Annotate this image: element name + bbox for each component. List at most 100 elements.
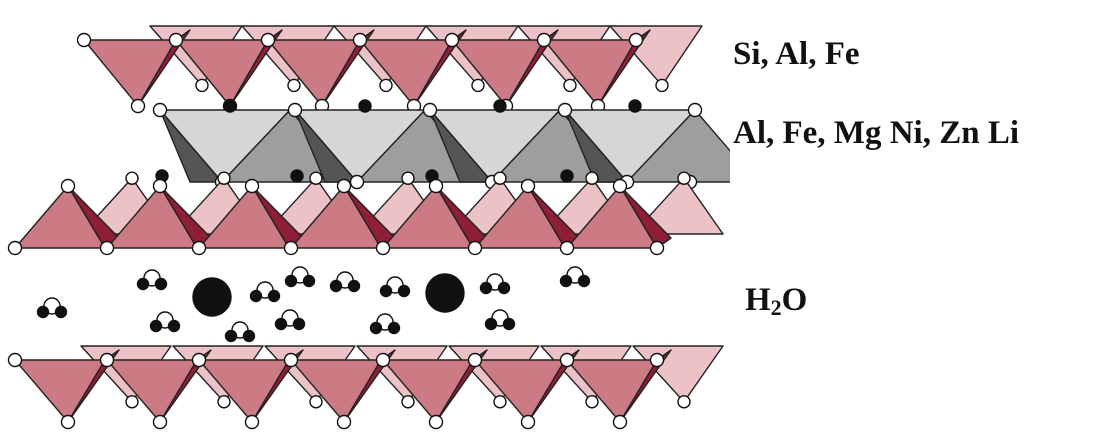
oxygen-atom	[262, 34, 275, 47]
water-hydrogen	[244, 331, 255, 342]
oxygen-atom	[246, 180, 259, 193]
top-tetrahedral-sheet	[78, 26, 703, 113]
water-hydrogen	[381, 286, 392, 297]
oxygen-atom	[246, 416, 259, 429]
oxygen-atom	[193, 242, 206, 255]
oxygen-atom	[62, 180, 75, 193]
oxygen-atom	[446, 34, 459, 47]
interlayer-water-label: H2O	[745, 282, 807, 321]
oxygen-atom	[494, 396, 506, 408]
oxygen-atom	[310, 396, 322, 408]
water-hydrogen	[304, 276, 315, 287]
interlayer-cation	[426, 274, 464, 312]
oxygen-atom	[62, 416, 75, 429]
oxygen-atom	[196, 79, 208, 91]
oxygen-atom	[154, 104, 167, 117]
water-hydrogen	[156, 279, 167, 290]
oxygen-atom	[218, 396, 230, 408]
oxygen-atom	[377, 242, 390, 255]
water-hydrogen	[294, 319, 305, 330]
oxygen-atom	[351, 176, 364, 189]
tetrahedron	[176, 40, 268, 106]
oxygen-atom	[285, 354, 298, 367]
water-hydrogen	[561, 276, 572, 287]
oxygen-atom	[78, 34, 91, 47]
water-hydrogen	[579, 276, 590, 287]
water-hydrogen	[486, 319, 497, 330]
oxygen-atom	[559, 104, 572, 117]
oxygen-atom	[402, 172, 414, 184]
oxygen-atom	[651, 242, 664, 255]
tetrahedron	[199, 360, 289, 422]
tetrahedron	[360, 40, 452, 106]
oxygen-atom	[154, 180, 167, 193]
water-hydrogen	[504, 319, 515, 330]
oxygen-atom	[538, 34, 551, 47]
oxygen-atom	[586, 396, 598, 408]
oxygen-atom	[338, 180, 351, 193]
oxygen-atom	[678, 396, 690, 408]
water-hydrogen	[56, 307, 67, 318]
water-hydrogen	[286, 276, 297, 287]
bottom-tetrahedral-sheet	[9, 346, 724, 429]
water-hydrogen	[331, 281, 342, 292]
tetrahedron	[567, 360, 657, 422]
oxygen-atom	[126, 172, 138, 184]
oxygen-atom	[430, 180, 443, 193]
oxygen-atom	[564, 79, 576, 91]
oxygen-atom	[9, 354, 22, 367]
hydroxyl-hydrogen	[494, 100, 506, 112]
oxygen-atom	[561, 354, 574, 367]
water-hydrogen	[399, 286, 410, 297]
oxygen-atom	[9, 242, 22, 255]
hydroxyl-hydrogen	[224, 100, 236, 112]
water-hydrogen	[226, 331, 237, 342]
oxygen-atom	[630, 34, 643, 47]
octahedral-sheet	[154, 100, 731, 189]
oxygen-atom	[170, 34, 183, 47]
oxygen-atom	[377, 354, 390, 367]
hydroxyl-hydrogen	[561, 170, 573, 182]
oxygen-atom	[678, 172, 690, 184]
tetrahedral-cations-label: Si, Al, Fe	[733, 36, 860, 73]
tetrahedron	[475, 360, 565, 422]
oxygen-atom	[285, 242, 298, 255]
water-hydrogen	[151, 321, 162, 332]
clay-structure-diagram	[0, 0, 730, 446]
water-hydrogen	[389, 323, 400, 334]
water-hydrogen	[138, 279, 149, 290]
water-hydrogen	[251, 291, 262, 302]
interlayer-cation	[193, 278, 231, 316]
oxygen-atom	[402, 396, 414, 408]
oxygen-atom	[469, 242, 482, 255]
water-hydrogen	[349, 281, 360, 292]
oxygen-atom	[354, 34, 367, 47]
oxygen-atom	[494, 172, 506, 184]
oxygen-atom	[424, 104, 437, 117]
oxygen-atom	[522, 416, 535, 429]
oxygen-atom	[656, 79, 668, 91]
oxygen-atom	[101, 242, 114, 255]
oxygen-atom	[154, 416, 167, 429]
oxygen-atom	[614, 416, 627, 429]
tetrahedron	[383, 360, 473, 422]
water-hydrogen	[269, 291, 280, 302]
tetrahedron	[544, 40, 636, 106]
water-hydrogen	[38, 307, 49, 318]
water-hydrogen	[371, 323, 382, 334]
interlayer-water-and-cations	[38, 267, 590, 342]
oxygen-atom	[338, 416, 351, 429]
water-hydrogen	[499, 283, 510, 294]
tetrahedron	[452, 40, 544, 106]
oxygen-atom	[289, 104, 302, 117]
hydroxyl-hydrogen	[629, 100, 641, 112]
oxygen-atom	[430, 416, 443, 429]
oxygen-atom	[651, 354, 664, 367]
water-hydrogen	[481, 283, 492, 294]
oxygen-atom	[126, 396, 138, 408]
oxygen-atom	[586, 172, 598, 184]
middle-tetrahedral-sheet	[9, 172, 724, 254]
oxygen-atom	[380, 79, 392, 91]
water-hydrogen	[276, 319, 287, 330]
oxygen-atom	[522, 180, 535, 193]
